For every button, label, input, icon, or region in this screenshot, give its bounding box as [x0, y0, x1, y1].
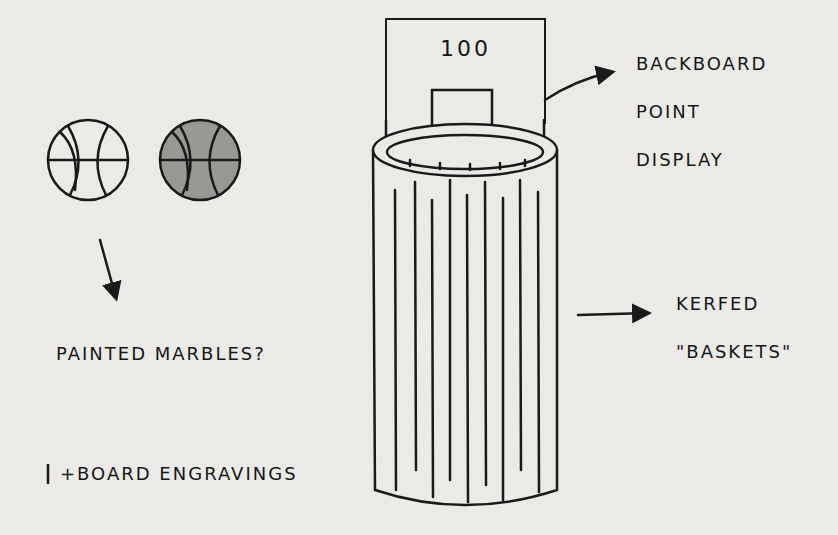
note-label: BACKBOARD POINT DISPLAY: [636, 40, 796, 184]
note-label: +BOARD ENGRAVINGS: [60, 450, 360, 498]
point-display: 100: [387, 36, 544, 61]
note-label: KERFED "BASKETS": [676, 280, 811, 376]
note-label: PAINTED MARBLES?: [56, 330, 316, 378]
backboard: 100: [385, 18, 546, 124]
